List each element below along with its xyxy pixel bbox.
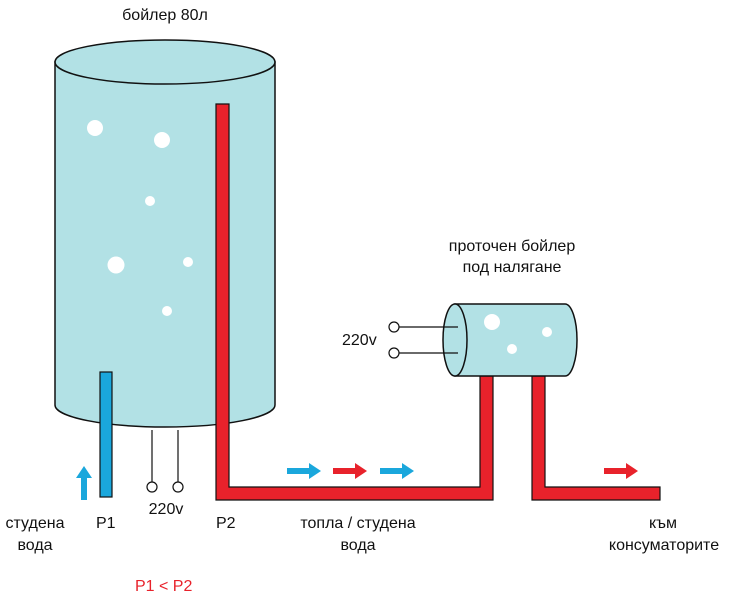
bubble [183, 257, 193, 267]
terminal-icon [146, 481, 158, 493]
cold-water-label-line1: студена [5, 515, 65, 532]
cold-water-label-line2: вода [17, 537, 53, 554]
bubble [507, 344, 517, 354]
terminal-icon [172, 481, 184, 493]
instant-heater-title-line1: проточен бойлер [448, 238, 576, 255]
cold-right-arrow-icon [287, 463, 321, 479]
cold-right-arrow-icon [380, 463, 414, 479]
main-power-terminals [146, 430, 184, 493]
consumers-label-line2: консуматорите [608, 537, 720, 554]
instant-voltage-label: 220v [342, 332, 377, 349]
terminal-icon [388, 321, 400, 333]
instant-power-terminals [388, 321, 458, 359]
bubble [162, 306, 172, 316]
bubble [154, 132, 170, 148]
main-boiler-tank [54, 39, 276, 428]
hot-right-arrow-icon [604, 463, 638, 479]
bubble [145, 196, 155, 206]
bubble [87, 120, 103, 136]
pressure-relation-label: P1 < P2 [135, 578, 193, 595]
cold-inlet-pipe [99, 371, 113, 498]
flow-arrows [76, 463, 638, 500]
boiler-title: бойлер 80л [122, 7, 208, 24]
main-voltage-label: 220v [148, 501, 184, 518]
consumers-label-line1: към [649, 515, 677, 532]
bubble [484, 314, 500, 330]
p2-label: P2 [216, 515, 236, 532]
consumer-pipe [531, 375, 661, 501]
terminal-icon [388, 347, 400, 359]
hot-right-arrow-icon [333, 463, 367, 479]
cold-up-arrow-icon [76, 466, 92, 500]
hot-cold-water-label-line2: вода [340, 537, 376, 554]
bubble [542, 327, 552, 337]
instant-heater-tank [442, 303, 578, 377]
bubble [107, 256, 125, 274]
p1-label: P1 [96, 515, 116, 532]
instant-heater-title-line2: под налягане [462, 259, 562, 276]
hot-cold-water-label-line1: топла / студена [300, 515, 416, 532]
